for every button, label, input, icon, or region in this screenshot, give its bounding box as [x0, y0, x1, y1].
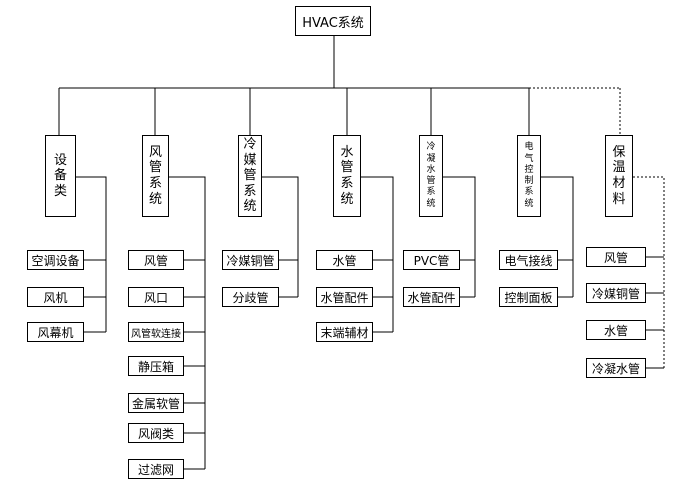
- root-label: HVAC系统: [302, 15, 364, 31]
- branch-duct: [169, 176, 206, 469]
- leaf-duct-flex-joint: 风管软连接: [128, 322, 184, 342]
- root-node: HVAC系统: [295, 6, 371, 36]
- leaf-duct-damper: 风阀类: [128, 423, 184, 443]
- leaf-equipment-curtain: 风幕机: [27, 322, 84, 342]
- branch-refrigerant: [262, 176, 299, 297]
- category-label-char: 温: [612, 160, 626, 176]
- category-label-char: 统: [148, 191, 162, 207]
- leaf-water-pipe: 水管: [316, 250, 373, 270]
- category-insulation: 保温材料: [605, 135, 633, 217]
- category-label-char: 统: [426, 198, 436, 209]
- category-equipment: 设备类: [45, 135, 76, 217]
- leaf-electrical-panel: 控制面板: [499, 287, 558, 307]
- category-label-char: 统: [243, 199, 257, 215]
- leaf-insulation-condensate: 冷凝水管: [586, 358, 646, 378]
- category-label-char: 气: [524, 153, 534, 164]
- category-label-char: 料: [612, 191, 626, 207]
- leaf-duct-duct: 风管: [128, 250, 184, 270]
- category-label-char: 系: [524, 187, 534, 198]
- leaf-electrical-wiring: 电气接线: [499, 250, 558, 270]
- leaf-refrigerant-branch: 分歧管: [222, 287, 279, 307]
- leaf-water-terminal: 末端辅材: [316, 322, 373, 342]
- leaf-insulation-duct: 风管: [586, 247, 646, 267]
- category-electrical: 电气控制系统: [517, 135, 541, 217]
- branch-electrical: [541, 176, 574, 297]
- leaf-condensate-fittings: 水管配件: [403, 287, 460, 307]
- category-label-char: 冷: [243, 137, 257, 153]
- category-duct: 风管系统: [142, 135, 169, 217]
- leaf-duct-filter: 过滤网: [128, 459, 184, 479]
- leaf-equipment-ac: 空调设备: [27, 250, 84, 270]
- leaf-duct-metal-hose: 金属软管: [128, 393, 184, 413]
- leaf-refrigerant-copper: 冷媒铜管: [222, 250, 279, 270]
- branch-condensate: [443, 176, 476, 297]
- category-label-char: 备: [53, 168, 67, 184]
- category-label-char: 管: [426, 176, 436, 186]
- leaf-duct-plenum: 静压箱: [128, 356, 184, 376]
- leaf-insulation-copper: 冷媒铜管: [586, 283, 646, 303]
- category-label-char: 系: [148, 176, 162, 191]
- category-refrigerant: 冷媒管系统: [238, 135, 262, 217]
- leaf-duct-outlet: 风口: [128, 287, 184, 307]
- category-label-char: 水: [340, 144, 354, 160]
- category-label-char: 凝: [426, 153, 436, 164]
- category-label-char: 管: [340, 160, 354, 176]
- category-label-char: 制: [524, 176, 534, 186]
- category-label-char: 系: [243, 183, 257, 199]
- category-label-char: 媒: [243, 152, 257, 168]
- category-water: 水管系统: [333, 135, 361, 217]
- category-label-char: 水: [426, 164, 436, 175]
- branch-equipment: [76, 176, 107, 332]
- category-label-char: 统: [340, 191, 354, 207]
- category-label-char: 统: [524, 198, 534, 209]
- category-label-char: 类: [53, 183, 67, 199]
- category-label-char: 冷: [426, 142, 436, 153]
- category-label-char: 保: [612, 144, 626, 160]
- category-label-char: 管: [243, 168, 257, 184]
- leaf-condensate-pvc: PVC管: [403, 250, 460, 270]
- category-condensate: 冷凝水管系统: [419, 135, 443, 217]
- category-label-char: 风: [148, 144, 162, 160]
- category-label-char: 系: [426, 187, 436, 198]
- branch-water: [361, 176, 394, 332]
- leaf-equipment-fan: 风机: [27, 287, 84, 307]
- category-label-char: 材: [612, 176, 626, 191]
- leaf-insulation-water: 水管: [586, 320, 646, 340]
- category-label-char: 电: [524, 142, 534, 153]
- category-label-char: 管: [148, 160, 162, 176]
- category-label-char: 系: [340, 176, 354, 191]
- category-label-char: 控: [524, 164, 534, 175]
- leaf-water-fittings: 水管配件: [316, 287, 373, 307]
- category-label-char: 设: [53, 152, 67, 168]
